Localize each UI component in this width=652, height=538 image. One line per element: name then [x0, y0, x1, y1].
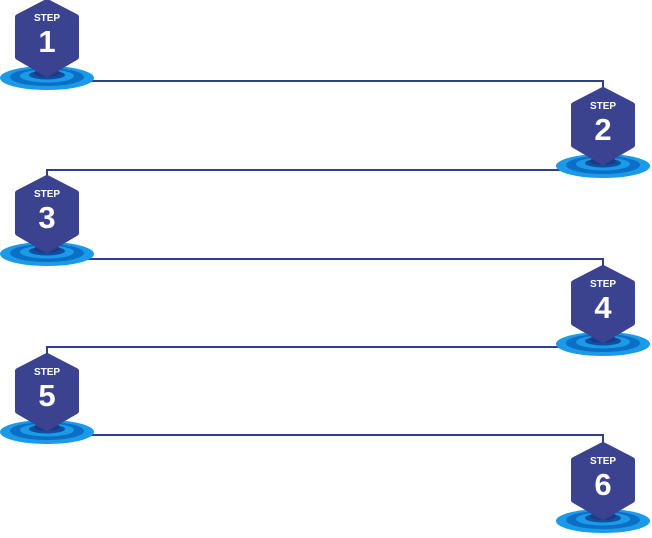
step-badge [15, 175, 79, 253]
step-number: 5 [38, 378, 55, 413]
step-badge [571, 87, 635, 165]
step-label: STEP [34, 13, 60, 24]
step-badge [571, 265, 635, 343]
ripple-icon [556, 332, 650, 356]
connector-line [47, 80, 604, 158]
connector-line [46, 346, 603, 424]
step-number: 3 [38, 200, 55, 235]
connector-line [47, 258, 604, 336]
connector-lines [46, 80, 604, 513]
step-number: 2 [594, 112, 611, 147]
step-label: STEP [34, 367, 60, 378]
step-number: 6 [594, 467, 611, 502]
step-number: 4 [594, 290, 612, 325]
connector-line [47, 434, 604, 513]
step-badge [571, 442, 635, 520]
step-label: STEP [590, 101, 616, 112]
step-badge [15, 0, 79, 77]
step-number: 1 [38, 24, 55, 59]
step-label: STEP [590, 279, 616, 290]
step-badge [15, 353, 79, 431]
step-label: STEP [34, 189, 60, 200]
connector-line [46, 169, 603, 246]
step-label: STEP [590, 456, 616, 467]
